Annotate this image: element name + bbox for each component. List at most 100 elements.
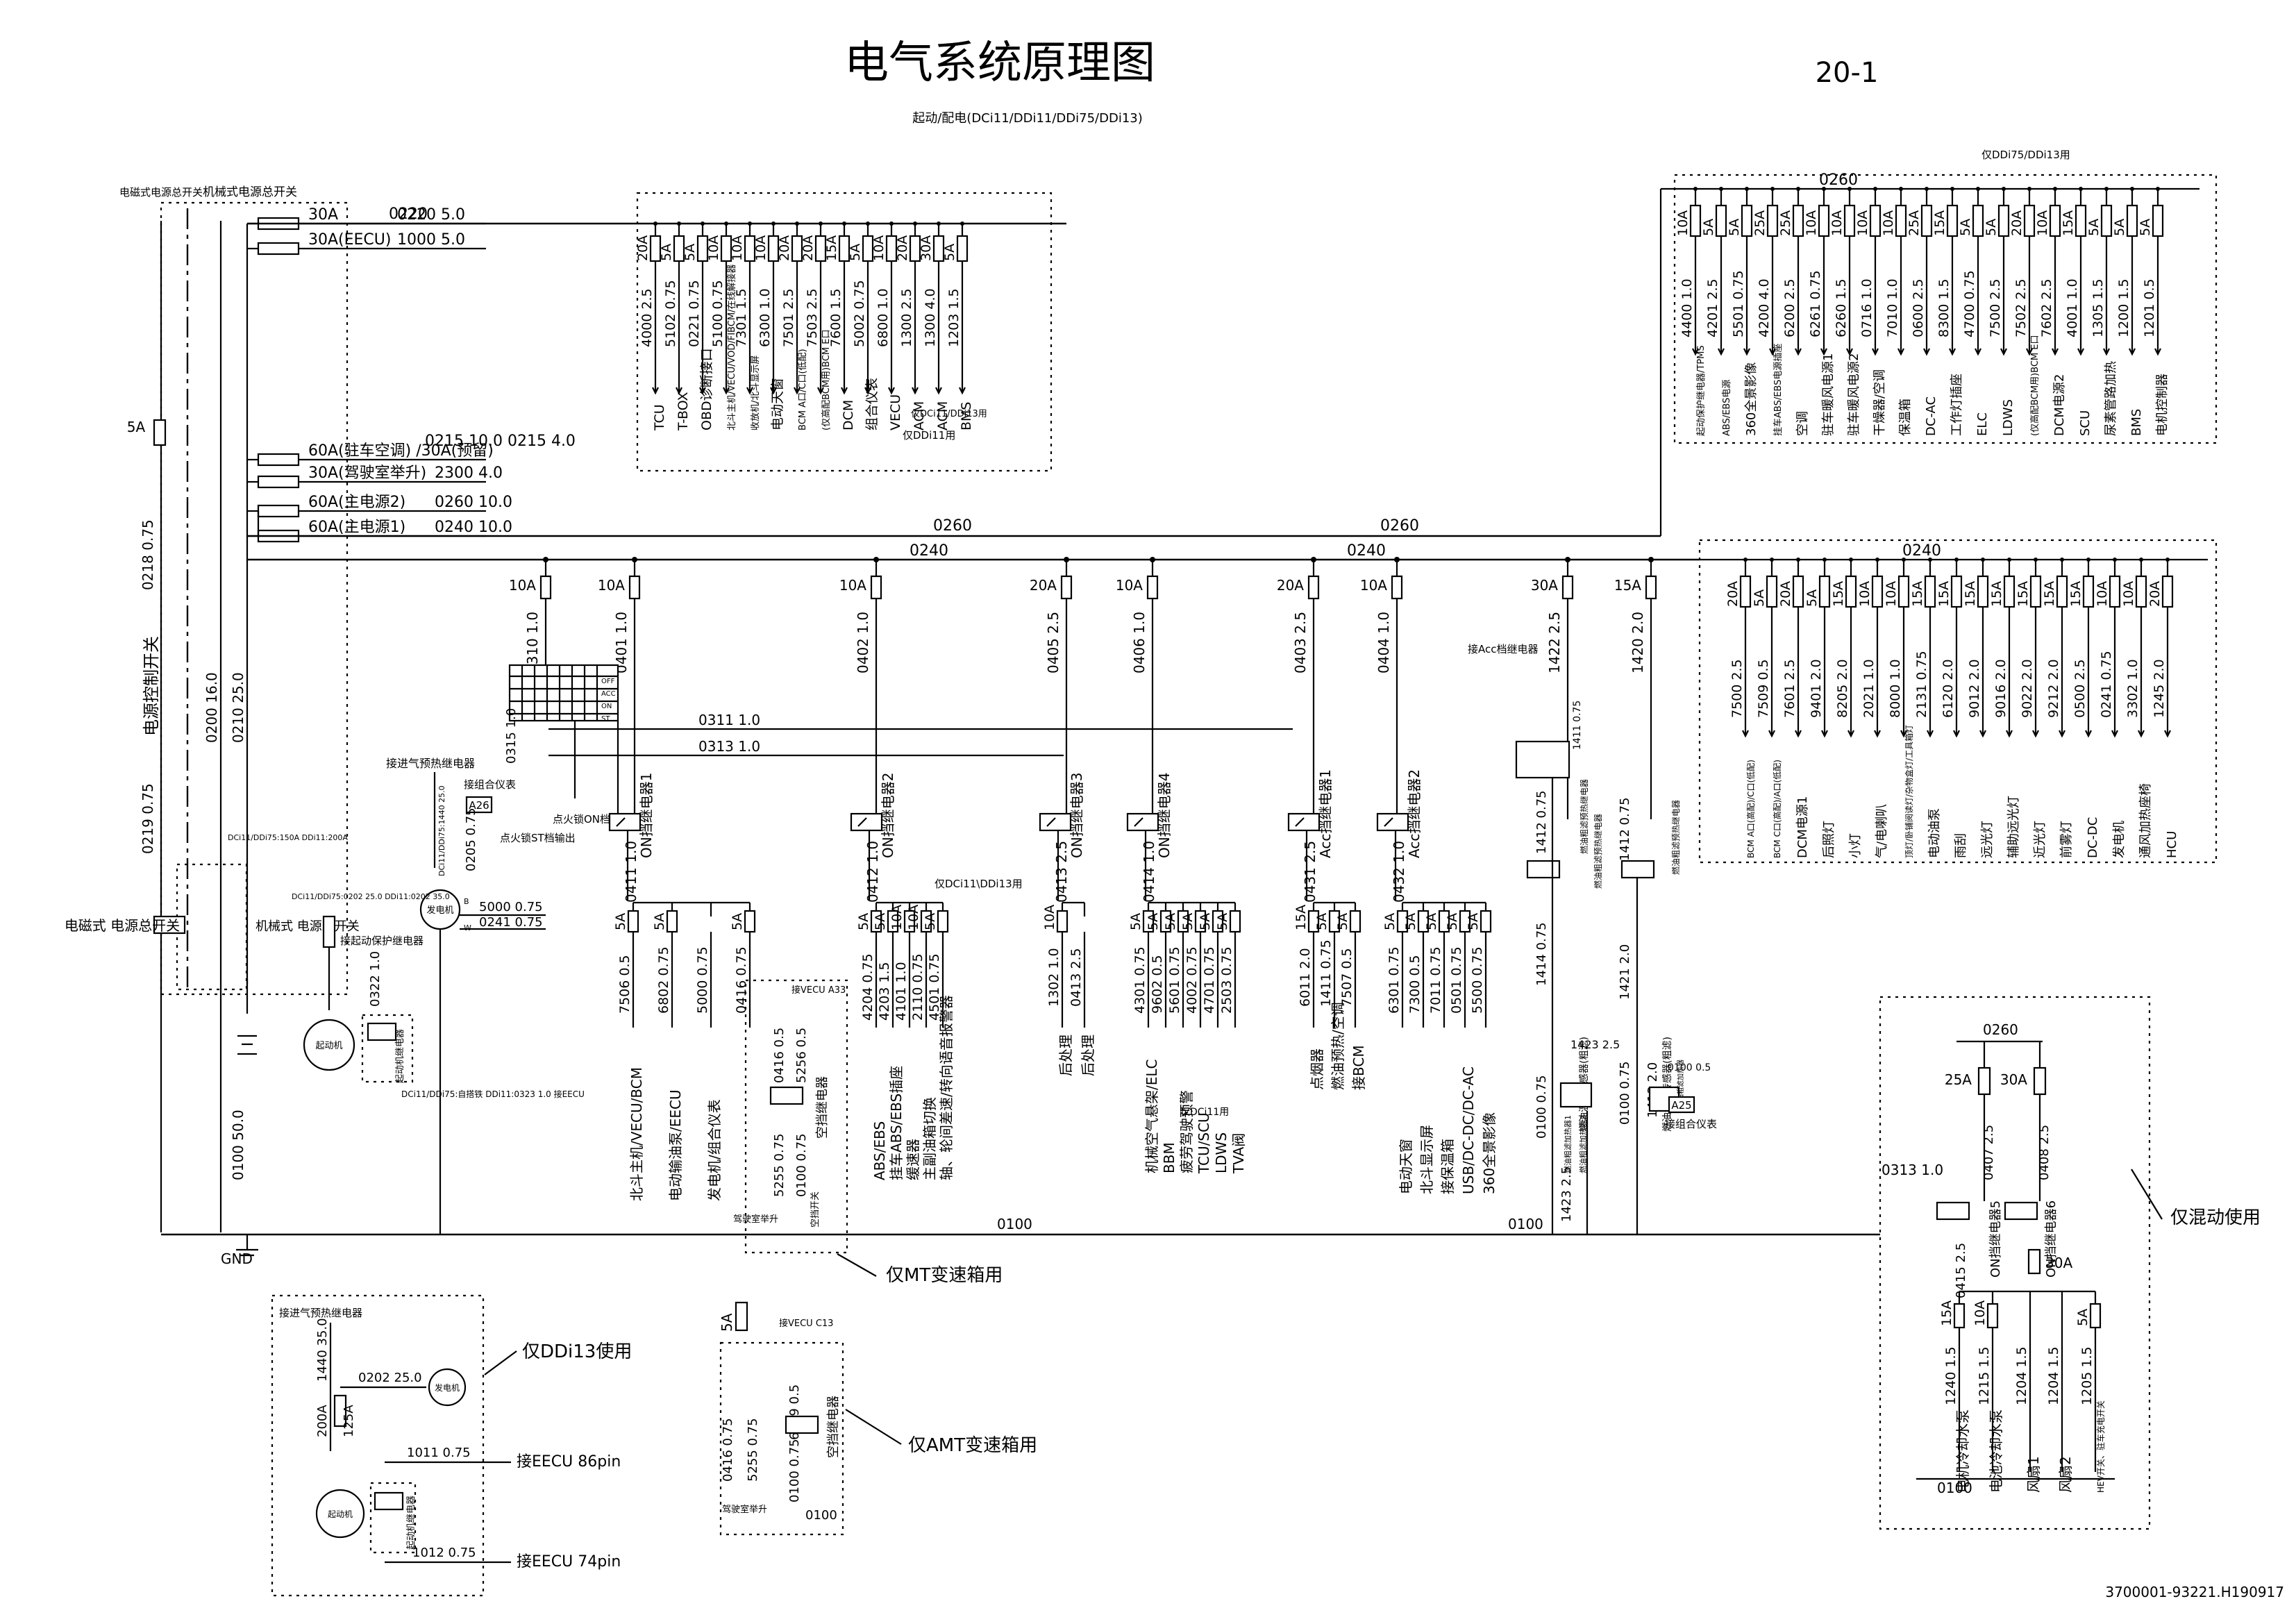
branch-fuse-5 (1307, 575, 1320, 600)
box0260-fuse-rating-14: 10A (2035, 210, 2050, 236)
ddi13-starter (315, 1489, 365, 1539)
box0260-wire-12: 7500 2.5 (1988, 278, 2003, 337)
relay-0 (608, 812, 642, 832)
main-fuse-rating-5: 60A(主电源1) (308, 519, 405, 536)
ddi13-alternator (428, 1368, 467, 1407)
page-title: 电气系统原理图 (844, 37, 1155, 89)
box0240-load-11: 近光灯 (2033, 821, 2047, 858)
box0220-load-13: BMS (959, 402, 974, 431)
bus-0240-label-a: 0240 (910, 542, 948, 560)
box0260-wire-9: 0600 2.5 (1911, 278, 1926, 337)
box0240-wire-11: 9022 2.0 (2020, 659, 2035, 718)
box0260-wire-11: 4700 0.75 (1962, 270, 1977, 337)
relay4-load-fuse-5 (1229, 910, 1241, 933)
box0260-load-5: 驻车暖风电源1 (1821, 353, 1836, 436)
box0260-wire-7: 0716 1.0 (1859, 278, 1875, 337)
box0260-load-9: DC-AC (1924, 396, 1938, 436)
relay4-load-load-4: LDWS (1213, 1132, 1230, 1173)
box0260-fuse-11 (1972, 204, 1984, 237)
box0240-load-1: BCM C口(高配)/A口(低配) (1772, 760, 1782, 858)
relay1-load-wire-3: 0416 0.75 (734, 946, 749, 1014)
mt-wire-0416: 0416 0.5 (772, 1028, 787, 1083)
em-switch-label: 电磁式 电源总开关 (65, 917, 180, 934)
box0220-fuse-rating-2: 5A (682, 244, 698, 261)
branch-fuse-rating-0: 10A (509, 577, 536, 594)
relay4-load-load-1: BBM (1161, 1142, 1178, 1173)
hybrid-box (1879, 996, 2151, 1530)
box0240-load-15: 通风加热座椅 (2138, 783, 2153, 858)
box0240-fuse-5 (1871, 575, 1884, 608)
relay2-load-fuse-rating-1: 5A (873, 913, 888, 930)
box0240-wire-5: 2021 1.0 (1861, 659, 1877, 718)
box0260-load-12: LDWS (2001, 399, 2016, 436)
main-fuse-wire-1: 1000 5.0 (397, 231, 465, 249)
box0260-wire-16: 1305 1.5 (2090, 278, 2106, 337)
relay2-load-load-0: ABS/EBS (871, 1121, 888, 1180)
ign-row-on: ON (601, 703, 612, 710)
hybrid-load-3: 风扇2 (2057, 1456, 2074, 1493)
box0240-load-14: 发电机 (2112, 821, 2127, 858)
page-number: 20-1 (1816, 57, 1879, 89)
box0260-fuse-rating-3: 25A (1752, 210, 1768, 236)
main-fuse-4 (257, 504, 300, 518)
ddi13-wire-0202: 0202 25.0 (358, 1371, 422, 1385)
hybrid-relay-5 (1936, 1201, 1970, 1221)
relay-1 (850, 812, 883, 832)
branch-wire-4: 0406 1.0 (1131, 612, 1148, 673)
box0240-load-16: HCU (2165, 831, 2179, 858)
box0240-fuse-2 (1792, 575, 1804, 608)
relay1-load-fuse-rating-1: 5A (652, 913, 667, 930)
relay4-load-fuse-rating-4: 5A (1198, 913, 1213, 930)
acc-relay-link: 接Acc档继电器 (1468, 643, 1539, 655)
mt-neutral-relay-label: 空挡继电器 (815, 1076, 830, 1139)
box0240-fuse-rating-12: 15A (2042, 581, 2057, 607)
box0260-fuse-8 (1895, 204, 1907, 237)
preheat-relay-link: 接进气预热继电器 (386, 757, 475, 770)
relay3-load-load-1: 后处理 (1080, 1035, 1096, 1076)
page-subtitle: 起动/配电(DCi11/DDi11/DDi75/DDi13) (912, 111, 1143, 126)
wire-0322: 0322 1.0 (368, 951, 383, 1007)
relay-label-3: ON挡继电器4 (1156, 773, 1173, 858)
box0240-fuse-1 (1766, 575, 1778, 608)
acc2-load-fuse-rating-0: 5A (1382, 913, 1398, 930)
relay-3 (1126, 812, 1159, 832)
ddi13-eecu-86: 接EECU 86pin (517, 1453, 621, 1471)
relay-wire-0: 0411 1.0 (623, 841, 639, 903)
box0240-fuse-3 (1818, 575, 1831, 608)
svg-text:W: W (464, 923, 471, 932)
box0220-fuse-rating-5: 10A (753, 235, 769, 261)
fuel-relay-3 (1620, 860, 1655, 879)
box0220-load-8: DCM (841, 400, 856, 430)
hybrid-bus-label: 0260 (1983, 1021, 2018, 1038)
drawing-code: 3700001-93221.H190917 (2105, 1584, 2284, 1600)
main-fuse-3 (257, 475, 300, 489)
starter-motor (303, 1019, 355, 1071)
acc2-load-wire-3: 0501 0.75 (1449, 946, 1464, 1014)
power-control-switch-label: 电源控制开关 (142, 636, 161, 736)
box0260-fuse-10 (1946, 204, 1959, 237)
mt-only-label: 仅MT变速箱用 (886, 1265, 1003, 1286)
box0220-wire-3: 5100 0.75 (710, 280, 726, 347)
box0240-load-4: 小灯 (1848, 833, 1863, 858)
starter-relay (367, 1022, 397, 1041)
acc2-load-wire-0: 6301 0.75 (1386, 946, 1402, 1014)
box0240-fuse-4 (1845, 575, 1857, 608)
relay1-load-load-1: 电动输油泵/EECU (667, 1089, 684, 1201)
box0240-fuse-rating-11: 15A (2016, 581, 2031, 607)
starter-wire-note: DCi11/DDi75:0202 25.0 DDi11:0202 35.0 (292, 892, 450, 901)
branch-wire-3: 0405 2.5 (1045, 612, 1062, 673)
wire-0205: 0205 0.75 (464, 807, 478, 871)
acc2-load-load-1: 北斗显示屏 (1418, 1125, 1435, 1194)
relay4-load-wire-3: 4002 0.75 (1184, 946, 1200, 1014)
box0260-wire-15: 4001 1.0 (2065, 278, 2080, 337)
relay4-load-wire-2: 5601 0.75 (1167, 946, 1182, 1014)
branch-fuse-6 (1391, 575, 1403, 600)
bus-0260-label-b: 0260 (1380, 517, 1419, 535)
box0260-fuse-rating-8: 10A (1881, 210, 1896, 236)
control-0313-label: 0313 1.0 (698, 738, 760, 755)
branch-wire-7: 1422 2.5 (1546, 612, 1563, 673)
box0260-fuse-16 (2100, 204, 2113, 237)
